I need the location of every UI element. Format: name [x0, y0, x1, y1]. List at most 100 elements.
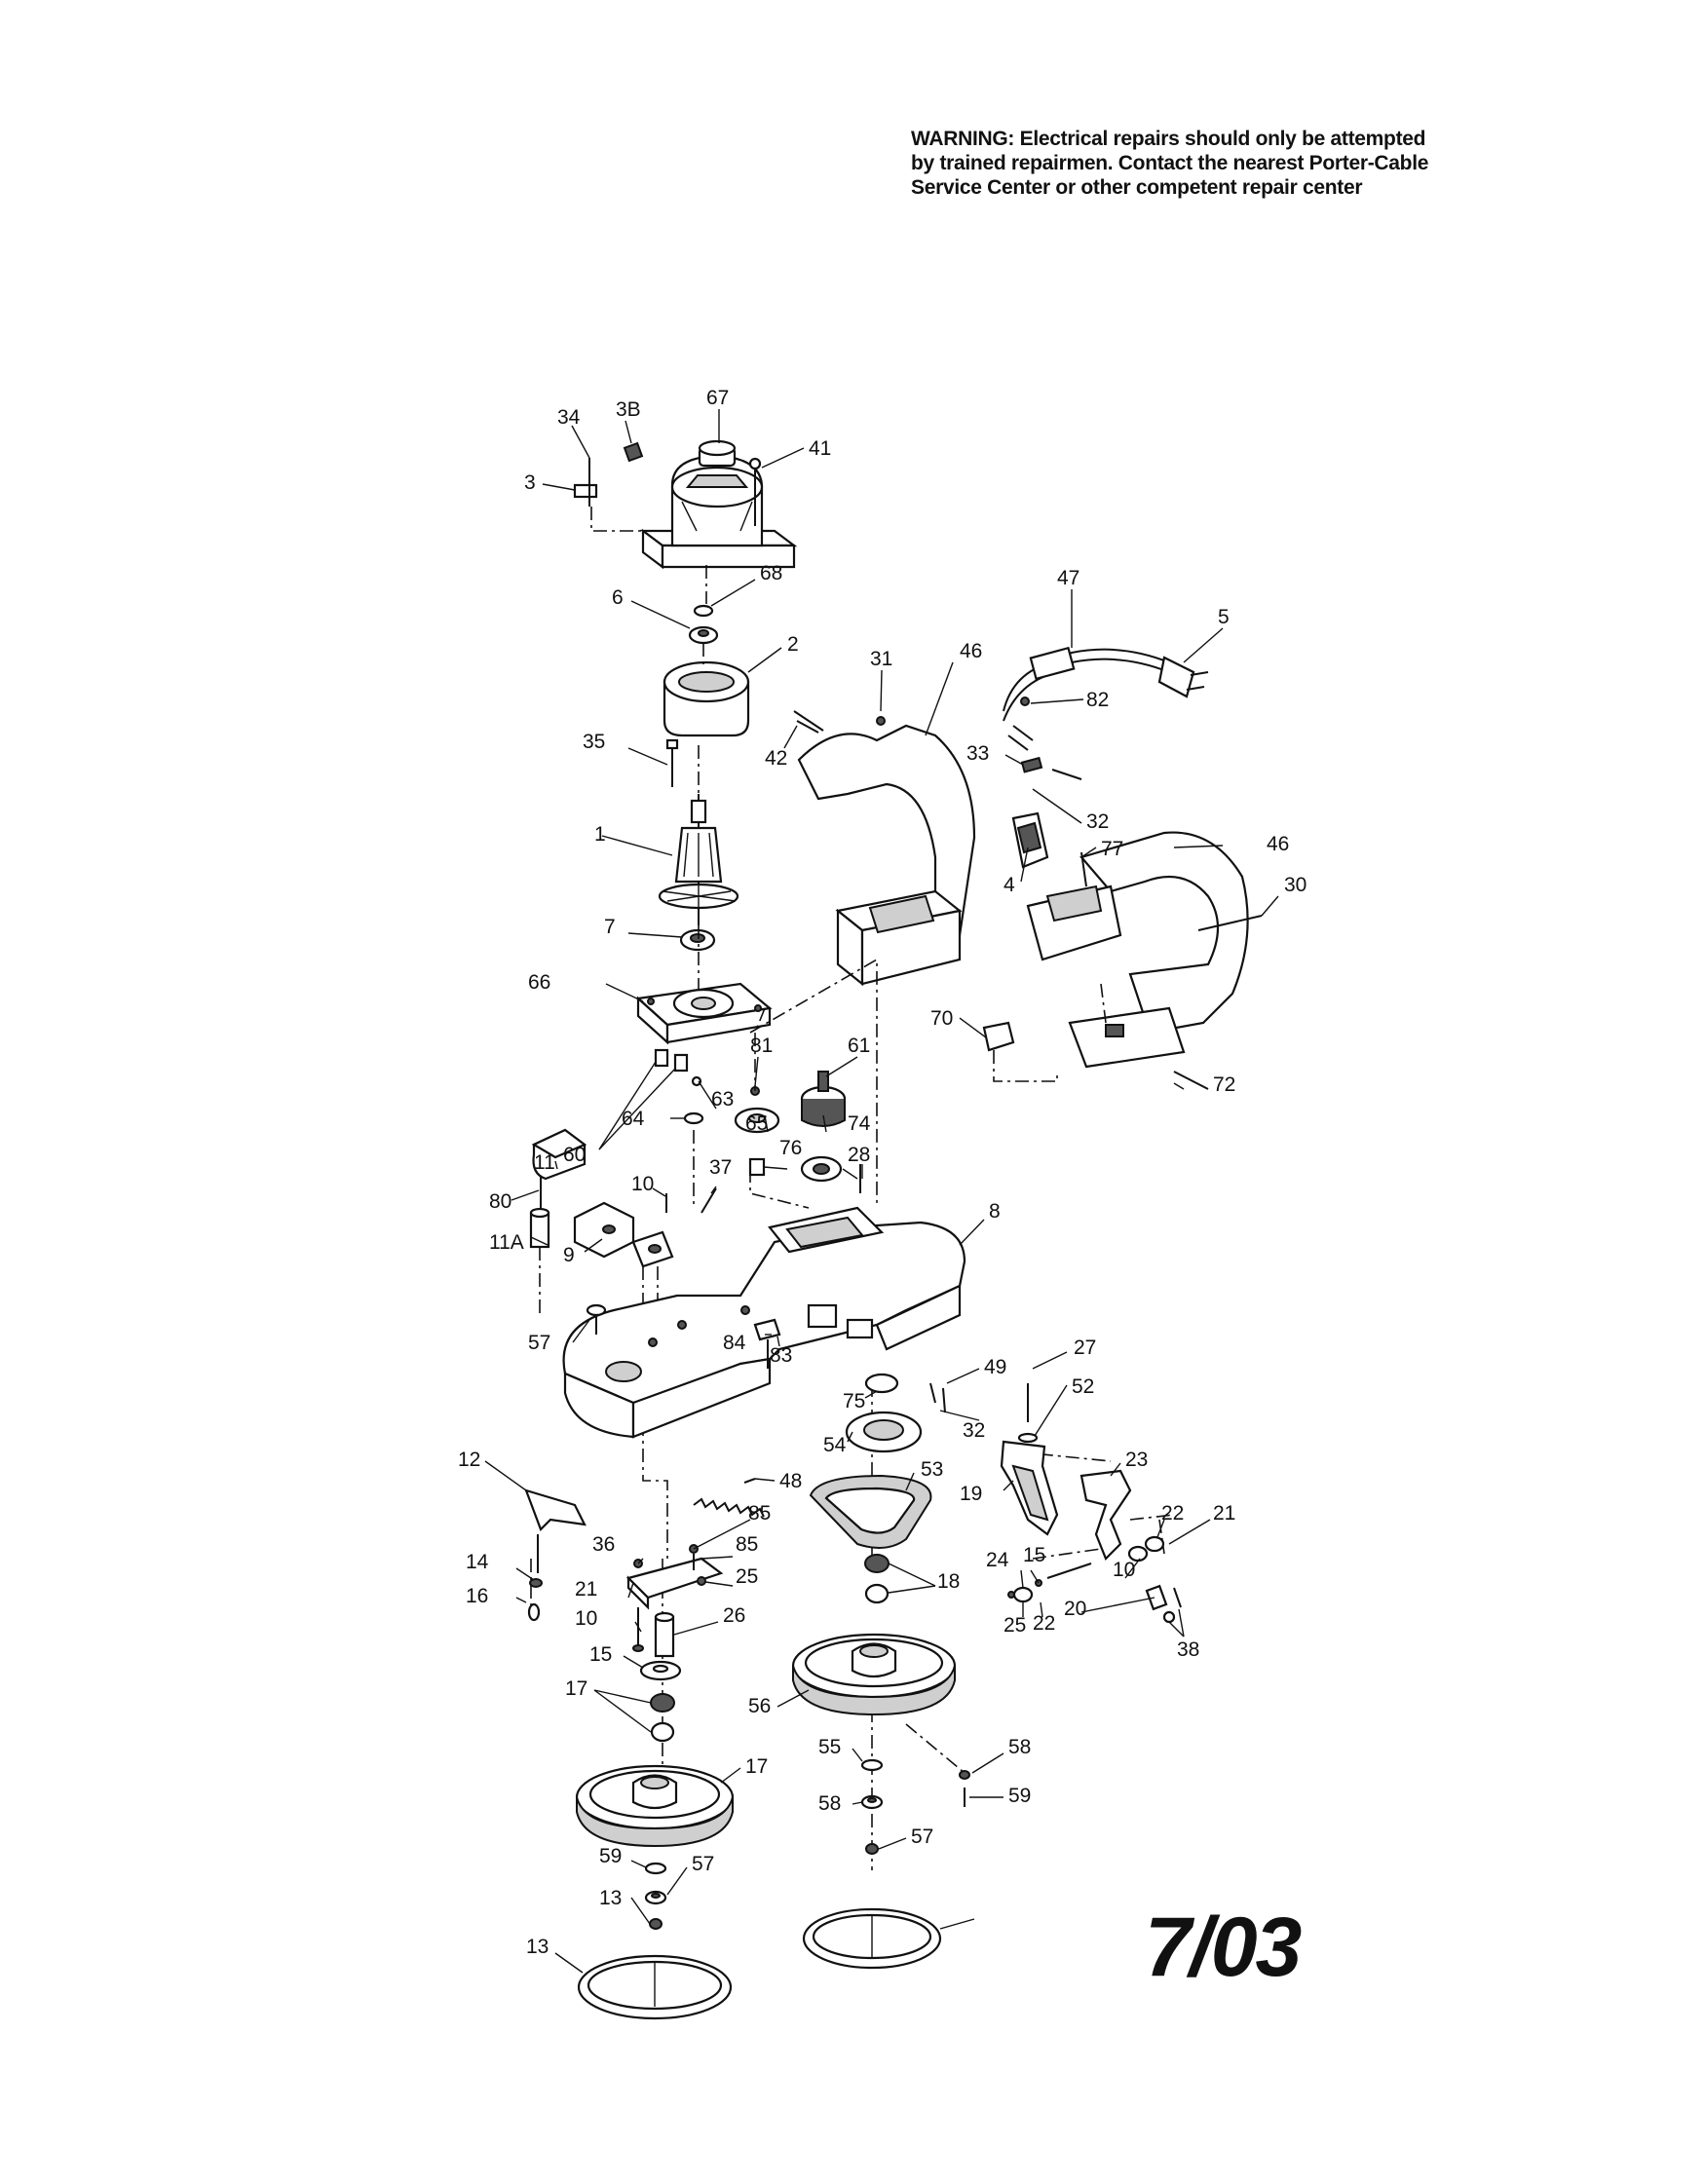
adjuster-hardware: [1007, 1563, 1092, 1603]
label-9: 9: [563, 1244, 575, 1266]
label-85-lower: 25: [736, 1565, 758, 1588]
label-34: 34: [557, 406, 581, 429]
tension-spring: [693, 1478, 765, 1518]
label-4: 4: [1003, 874, 1015, 896]
washer-64: [683, 1111, 704, 1125]
label-76: 76: [779, 1137, 802, 1159]
label-82: 82: [1086, 689, 1109, 711]
label-60: 60: [563, 1144, 586, 1166]
label-26: 25: [1003, 1614, 1026, 1637]
label-15-left: 17: [565, 1677, 587, 1700]
label-66: 66: [528, 971, 550, 994]
label-1: 1: [594, 823, 606, 846]
label-56: 58: [1008, 1736, 1031, 1758]
label-85-upper: 85: [748, 1502, 771, 1525]
tire-right: [802, 1907, 942, 1970]
label-32-upper: 32: [1086, 810, 1109, 833]
label-11: 11: [534, 1151, 555, 1174]
label-16: 26: [723, 1604, 745, 1627]
bracket-9: [573, 1201, 674, 1268]
label-10-upper: 10: [631, 1173, 654, 1195]
label-21-lower: 10: [1113, 1559, 1135, 1581]
label-47: 47: [1057, 567, 1079, 589]
label-72: 72: [1213, 1073, 1235, 1096]
label-15-right: 18: [937, 1570, 960, 1593]
warning-line-1: WARNING: Electrical repairs should only …: [911, 128, 1426, 150]
warning-line-2: by trained repairmen. Contact the neares…: [911, 152, 1429, 174]
label-36: 85: [736, 1533, 758, 1556]
label-37: 37: [709, 1156, 732, 1179]
label-18: 21: [575, 1578, 597, 1600]
label-leader-lines: [484, 409, 1279, 1974]
label-59-left: 57: [692, 1853, 714, 1875]
trigger-70: [982, 1021, 1015, 1052]
label-83: 83: [770, 1344, 792, 1367]
label-25-left: 24: [986, 1549, 1009, 1571]
label-17-left: 17: [745, 1755, 768, 1778]
label-70: 70: [930, 1007, 953, 1030]
screw-57-upper: [586, 1303, 607, 1335]
label-75: 75: [843, 1390, 865, 1412]
label-54: 54: [823, 1434, 847, 1456]
label-53: 53: [921, 1458, 943, 1481]
label-46-upper: 46: [960, 640, 982, 662]
label-25-right: 22: [1033, 1612, 1055, 1635]
label-14-left: 14: [466, 1551, 489, 1573]
label-12: 12: [458, 1449, 480, 1471]
label-84: 84: [723, 1332, 746, 1354]
label-57-left: 13: [599, 1887, 622, 1909]
pins-60: [654, 1048, 689, 1073]
label-10-left: 16: [466, 1585, 488, 1607]
label-17-right: 56: [748, 1695, 771, 1717]
label-14-right: 36: [592, 1533, 615, 1556]
screw-35: [665, 738, 679, 787]
label-33: 33: [966, 742, 989, 765]
motor-housing: [639, 439, 798, 570]
label-48: 48: [779, 1470, 802, 1492]
label-22-lower: 20: [1064, 1598, 1086, 1620]
bearing-7: [679, 928, 716, 952]
screw-42: [793, 710, 824, 732]
label-30: 30: [1284, 874, 1306, 896]
label-77: 77: [1101, 838, 1123, 860]
label-23: 23: [1125, 1449, 1148, 1471]
label-67: 67: [706, 387, 729, 409]
saw-frame: [562, 1206, 966, 1439]
label-74: 74: [848, 1112, 871, 1135]
screw-55: [959, 1770, 970, 1807]
warning-line-3: Service Center or other competent repair…: [911, 176, 1363, 199]
label-21-upper: 21: [1213, 1502, 1235, 1525]
label-3: 3: [524, 471, 536, 494]
label-27: 27: [1074, 1337, 1096, 1359]
label-2: 2: [787, 633, 799, 656]
handle-lower: [1026, 831, 1263, 1090]
drive-gear: [845, 1373, 946, 1453]
warning-notice: WARNING: Electrical repairs should only …: [911, 127, 1534, 200]
label-32-lower: 32: [963, 1419, 985, 1442]
bearing-6: [688, 604, 719, 645]
label-52: 52: [1072, 1375, 1094, 1398]
label-61: 61: [848, 1035, 870, 1057]
label-13-left: 13: [526, 1936, 549, 1958]
label-35: 35: [583, 731, 605, 753]
washer-63: [691, 1075, 702, 1087]
blade-guard: [1000, 1383, 1059, 1536]
label-19: 19: [960, 1483, 982, 1505]
label-28: 28: [848, 1144, 870, 1166]
drive-belt: [809, 1474, 932, 1549]
label-57-right: 57: [911, 1826, 933, 1848]
part-labels: 34 3B 67 41 3 68 6 2 47 5 31 46 82 35 42…: [458, 387, 1306, 1958]
label-3b: 3B: [616, 398, 641, 421]
bearings-right: [864, 1554, 890, 1604]
screw-41: [748, 457, 762, 526]
label-68: 68: [760, 562, 782, 584]
nut-83: [753, 1318, 781, 1369]
gear-housing: [635, 982, 773, 1045]
hub-hardware-left: [644, 1862, 667, 1930]
blade-guide-12: [524, 1488, 587, 1622]
shaft-16: [632, 1607, 675, 1658]
armature: [658, 794, 739, 925]
label-11a: 11A: [489, 1231, 524, 1254]
tire-left: [577, 1954, 733, 2020]
